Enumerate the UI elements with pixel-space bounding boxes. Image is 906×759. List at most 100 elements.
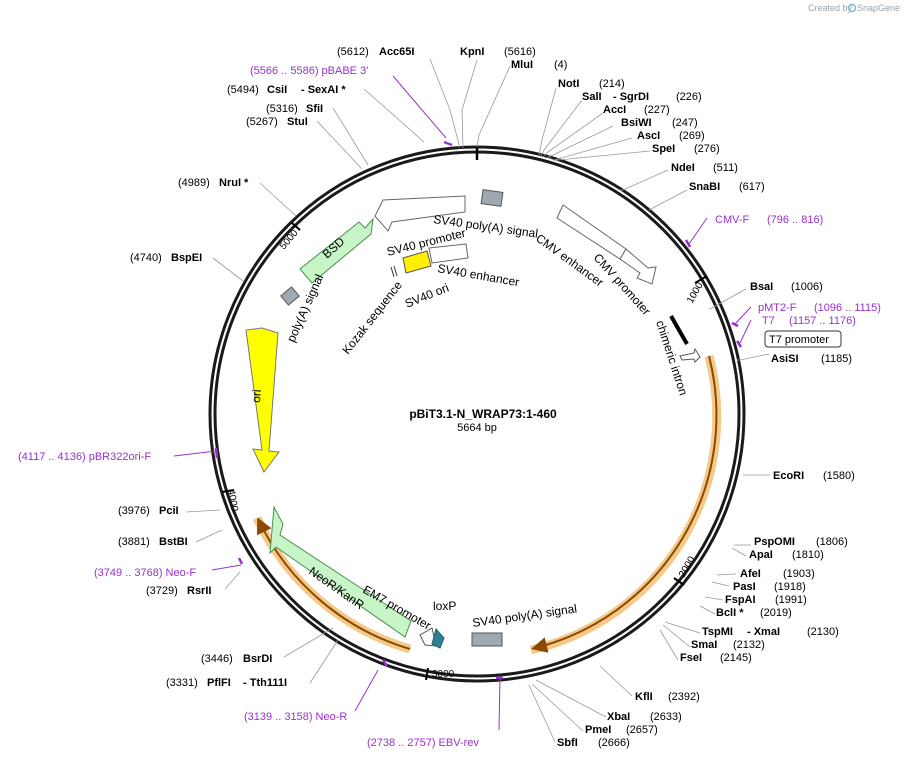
site-sexai-name: - SexAI * [301, 84, 346, 96]
site-bsrdi-pos: (3446) [201, 653, 233, 665]
site-csii-name: CsiI [267, 84, 287, 96]
label-kozak: Kozak sequence [339, 278, 405, 357]
label-ori: ori [249, 389, 264, 403]
site-smai-name: SmaI [691, 639, 717, 651]
site-bsiwi-name: BsiWI [621, 117, 652, 129]
label-sv40-polya-bottom: SV40 poly(A) signal [471, 601, 577, 630]
label-loxp: loxP [433, 599, 456, 613]
site-bcli-pos: (2019) [760, 607, 792, 619]
site-afei-name: AfeI [740, 568, 761, 580]
site-bsai-name: BsaI [750, 281, 773, 293]
primer-t7-name: T7 [762, 315, 775, 327]
site-stui-name: StuI [287, 116, 308, 128]
site-acci-name: AccI [603, 104, 626, 116]
site-tspmi-pos: (2130) [807, 626, 839, 638]
site-rsrii-name: RsrII [187, 585, 211, 597]
sv40-promoter-arrow-top [374, 195, 466, 232]
site-bcli-name: BclI * [716, 607, 744, 619]
kozak-mark-2 [390, 266, 395, 278]
site-acci-pos: (227) [644, 104, 670, 116]
site-tth111i-name: - Tth111I [243, 677, 287, 689]
primer-cmvf-name: CMV-F [715, 214, 750, 226]
tick-3000-mark [425, 667, 429, 681]
site-pcii-name: PciI [159, 505, 179, 517]
site-sbfi-name: SbfI [557, 737, 578, 749]
site-noti-pos: (214) [599, 78, 625, 90]
t7-promoter-box [764, 330, 842, 348]
site-xmai-name: - XmaI [747, 626, 780, 638]
site-pspomi-name: PspOMI [754, 536, 795, 548]
snapgene-label: SnapGene [857, 3, 900, 13]
sv40-enhancer-arrow [428, 243, 469, 264]
ori-arrow [245, 327, 280, 473]
plasmid-name: pBiT3.1-N_WRAP73:1-460 [409, 407, 557, 421]
site-afei-pos: (1903) [783, 568, 815, 580]
neo-arrow [269, 505, 412, 638]
site-pflfi-name: PflFI [207, 677, 231, 689]
tick-1000-mark [694, 275, 708, 284]
site-fspai-pos: (1991) [775, 594, 807, 606]
site-acc65i-name: Acc65I [379, 46, 414, 58]
chimeric-intron-bar [669, 315, 689, 345]
site-mlui-name: MluI [511, 59, 533, 71]
site-bstbi-name: BstBI [159, 536, 188, 548]
sv40-polya-bottom-box [471, 632, 503, 647]
site-sgrdi-name: - SgrDI [613, 91, 649, 103]
cmv-promoter-arrow [619, 248, 657, 285]
tick-4000: 4000 [225, 489, 240, 513]
site-bstbi-pos: (3881) [118, 536, 150, 548]
site-bsai-pos: (1006) [791, 281, 823, 293]
tick-3000: 3000 [432, 669, 455, 680]
primer-pbabe3: (5566 .. 5586) pBABE 3' [250, 65, 368, 77]
site-pmei-pos: (2657) [626, 724, 658, 736]
primer-t7-pos: (1157 .. 1176) [789, 315, 856, 327]
primer-cmvf-pos: (796 .. 816) [767, 214, 823, 226]
site-bsiwi-pos: (247) [672, 117, 698, 129]
site-pasi-name: PasI [733, 581, 756, 593]
site-smai-pos: (2132) [733, 639, 765, 651]
site-pasi-pos: (1918) [774, 581, 806, 593]
primer-pbr322: (4117 .. 4136) pBR322ori-F [18, 451, 151, 463]
site-nrui-pos: (4989) [178, 177, 210, 189]
created-by-label: Created by [808, 3, 853, 13]
tick-5000-mark [291, 222, 301, 231]
site-ndei-pos: (511) [713, 162, 738, 174]
primer-pmt2f-name: pMT2-F [758, 302, 797, 314]
site-sali-name: SalI [582, 91, 602, 103]
site-leader-lines [185, 58, 770, 743]
site-bspei-name: BspEI [171, 252, 202, 264]
site-kfli-name: KflI [635, 691, 653, 703]
loxp-arrow [431, 627, 445, 649]
small-feature-arrow [679, 347, 701, 363]
sv40-ori-box [402, 250, 432, 274]
site-asci-pos: (269) [679, 130, 705, 142]
site-ecori-pos: (1580) [823, 470, 855, 482]
label-sv40-ori: SV40 ori [403, 281, 451, 311]
site-csii-pos: (5494) [227, 84, 259, 96]
primer-neor: (3139 .. 3158) Neo-R [244, 711, 347, 723]
site-acc65i-pos: (5612) [337, 46, 369, 58]
site-sfii-name: SfiI [306, 103, 323, 115]
site-pcii-pos: (3976) [118, 505, 150, 517]
plasmid-size: 5664 bp [457, 422, 497, 434]
bsd-arrow [299, 217, 374, 284]
site-kpni-pos: (5616) [504, 46, 536, 58]
site-tspmi-name: TspMI [702, 626, 733, 638]
site-sali-pos: (226) [676, 91, 702, 103]
site-asisi-pos: (1185) [821, 353, 852, 365]
site-rsrii-pos: (3729) [146, 585, 178, 597]
site-pmei-name: PmeI [585, 724, 611, 736]
t7-promoter-label: T7 promoter [769, 334, 829, 346]
site-apai-name: ApaI [749, 549, 773, 561]
site-xbai-name: XbaI [607, 711, 630, 723]
site-asisi-name: AsiSI [771, 353, 799, 365]
label-polya-signal: poly(A) signal [284, 272, 326, 344]
site-ndei-name: NdeI [671, 162, 695, 174]
site-ecori-name: EcoRI [773, 470, 804, 482]
kozak-mark-1 [393, 265, 398, 277]
site-sfii-pos: (5316) [266, 103, 298, 115]
tick-2000-mark [673, 577, 685, 586]
snapgene-logo-icon [847, 3, 857, 13]
site-snabi-name: SnaBI [689, 181, 720, 193]
primer-neof: (3749 .. 3768) Neo-F [94, 567, 196, 579]
